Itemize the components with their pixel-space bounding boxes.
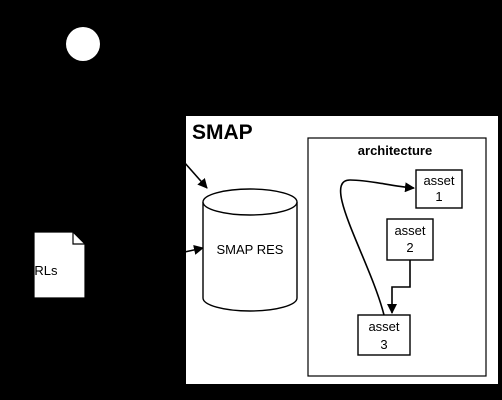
architecture-title: architecture <box>358 143 432 158</box>
asset3-to-asset1-arrow <box>339 179 415 316</box>
asset-box <box>357 314 411 356</box>
asset-number: 3 <box>380 337 387 352</box>
incoming-arrow <box>183 161 208 189</box>
database-cylinder-icon <box>202 188 298 312</box>
document-icon <box>33 231 86 299</box>
asset2-to-asset3-arrow <box>387 260 411 314</box>
asset-label: asset <box>423 173 454 188</box>
white-dot-icon <box>66 27 100 61</box>
asset-label: asset <box>394 223 425 238</box>
asset-number: 1 <box>435 189 442 204</box>
smap-title: SMAP <box>192 121 253 144</box>
database-label: SMAP RES <box>217 242 284 257</box>
asset-box <box>415 169 463 209</box>
rrls-label: RRLs <box>25 263 58 278</box>
rrls-to-database-arrow <box>179 245 204 255</box>
asset-number: 2 <box>406 240 413 255</box>
asset-label: asset <box>368 319 399 334</box>
